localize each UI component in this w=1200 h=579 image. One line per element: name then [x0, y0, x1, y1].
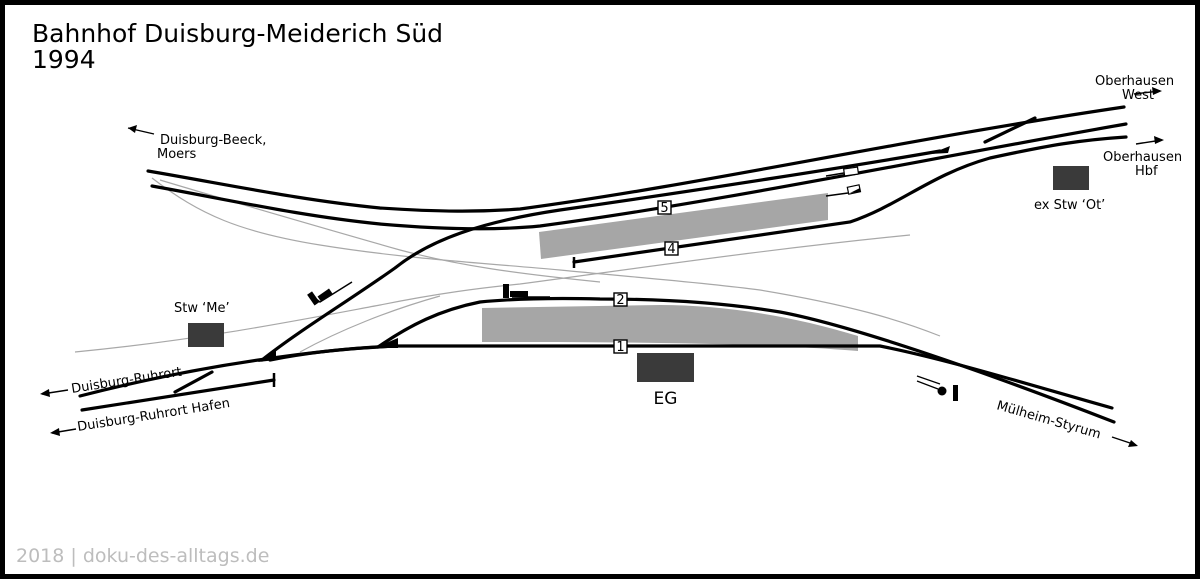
track-ruhrort-hafen [80, 378, 276, 412]
label-beeck-2: Moers [157, 147, 197, 162]
label-oberhausen-west-2: West [1122, 88, 1154, 103]
track-moers-lower [150, 122, 1128, 231]
track-number-4: 4 [664, 241, 679, 257]
track-5 [260, 149, 942, 362]
label-beeck-1: Duisburg-Beeck, [160, 133, 266, 148]
label-stw-me: Stw ‘Me’ [174, 301, 230, 316]
svg-text:1: 1 [616, 340, 624, 355]
platform-1-2 [482, 305, 858, 351]
signal-track-4 [825, 192, 849, 197]
arrow-styrum [1111, 436, 1138, 447]
frog-wedge [374, 338, 398, 348]
svg-text:5: 5 [660, 201, 668, 216]
credit-watermark: 2018 | doku-des-alltags.de [16, 545, 269, 567]
diagram-year: 1994 [32, 45, 96, 74]
signals [307, 166, 958, 401]
arrow-ruhrort [40, 389, 69, 397]
frog-wedge [258, 350, 276, 362]
svg-text:4: 4 [667, 242, 675, 257]
label-stw-ot: ex Stw ‘Ot’ [1034, 198, 1105, 213]
crossover-hafen [173, 370, 214, 394]
signal-styrum [916, 375, 941, 385]
building-stw-me [188, 323, 224, 347]
track-4 [572, 135, 1128, 264]
crossover-west [983, 116, 1037, 144]
track-1 [268, 344, 1114, 410]
arrow-ruhrort-hafen [50, 428, 77, 436]
label-oberhausen-west-1: Oberhausen [1095, 74, 1174, 89]
svg-text:2: 2 [616, 293, 624, 308]
building-eg [637, 353, 694, 382]
label-oberhausen-hbf-2: Hbf [1135, 164, 1158, 179]
arrow-oberhausen-hbf [1135, 136, 1164, 145]
track-number-1: 1 [613, 339, 628, 355]
tracks [78, 105, 1128, 424]
track-number-2: 2 [613, 292, 628, 308]
arrow-oberhausen-west [1133, 87, 1162, 95]
building-stw-ot [1053, 166, 1089, 190]
signal-track-5 [825, 172, 845, 177]
platform-4-5 [539, 193, 828, 259]
label-eg: EG [654, 389, 678, 409]
arrow-beeck [127, 125, 155, 135]
track-number-5: 5 [657, 200, 672, 216]
label-oberhausen-hbf-1: Oberhausen [1103, 150, 1182, 165]
diagram-title: Bahnhof Duisburg-Meiderich Süd [32, 19, 443, 48]
track-2 [376, 296, 1116, 424]
track-moers-upper [146, 105, 1126, 213]
frog-wedge [930, 146, 950, 154]
